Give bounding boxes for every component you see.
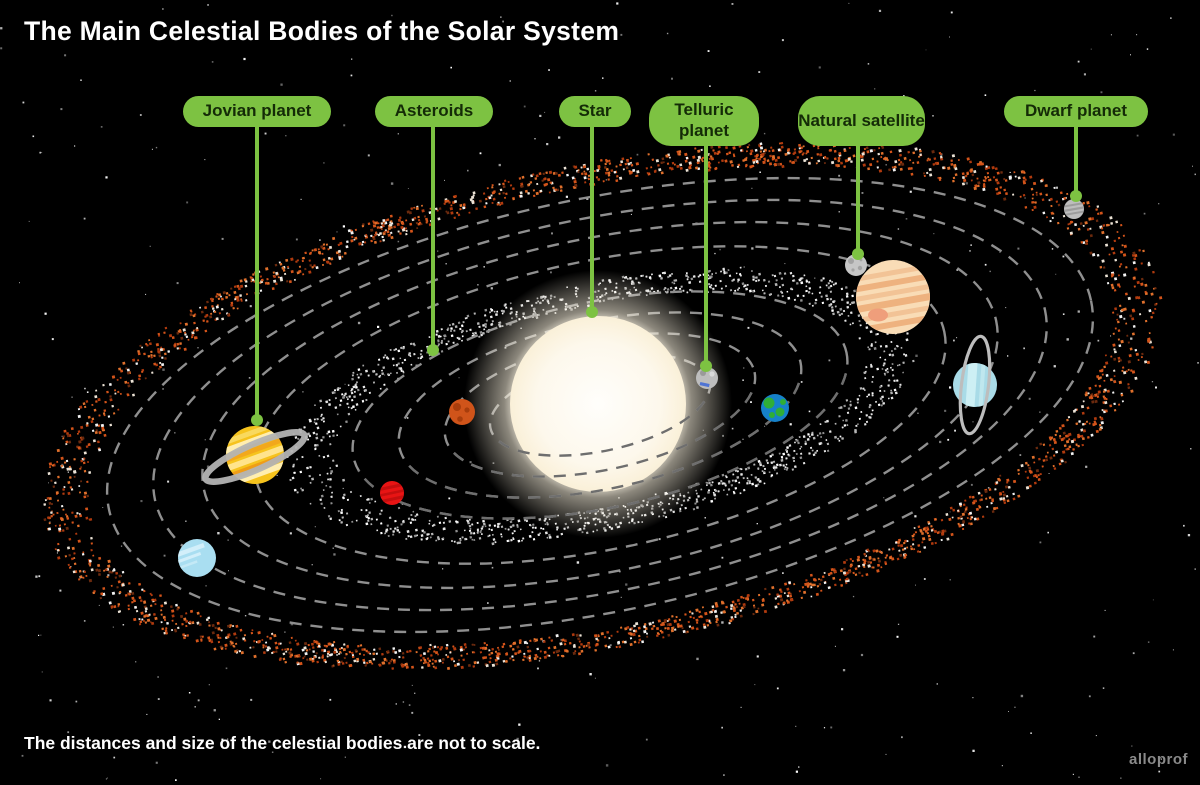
orbit-uranus [152,198,1048,612]
earth-icon [761,394,789,422]
mars-icon [449,399,475,425]
dwarf-planet-icon [1064,199,1084,219]
uranus-icon [953,334,997,436]
orbit-mars [351,290,849,520]
neptune-icon [178,539,216,577]
saturn-icon [202,426,308,486]
sun-icon [464,270,732,538]
callout-natural-satellite: Natural satellite [798,96,925,146]
kuiper-belt [43,141,1163,671]
page-title: The Main Celestial Bodies of the Solar S… [24,16,620,46]
uranus-ring [958,334,992,436]
callout-stems [255,127,1078,416]
scale-disclaimer: The distances and size of the celestial … [24,733,541,753]
callout-jovian-planet: Jovian planet [183,96,331,127]
jupiter-red-spot [868,308,888,322]
saturn-ring [202,428,308,486]
callout-asteroids: Asteroids [375,96,493,127]
callout-stem-dots [251,190,1082,426]
orbit-saturn [201,220,999,590]
callout-dwarf-planet: Dwarf planet [1004,96,1148,127]
orbit-neptune [105,176,1095,634]
venus-icon [380,481,404,505]
orbit-jupiter [253,245,947,565]
alloprof-watermark: alloprof [1129,751,1188,768]
callout-telluric-planet: Telluric planet [649,96,759,146]
callout-star: Star [559,96,631,127]
jupiter-icon [856,260,930,334]
moon-icon [845,254,867,276]
